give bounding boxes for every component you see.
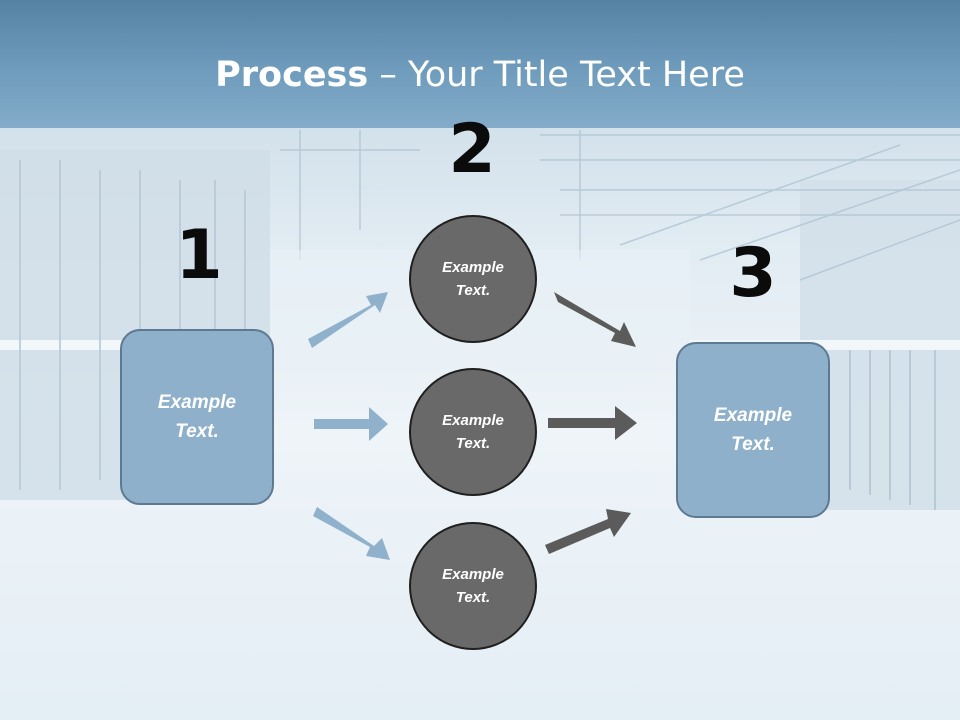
title-band [0,0,960,128]
step-3-box: Example Text. [676,342,830,518]
step-3-text: Example Text. [713,405,793,455]
title-bold: Process [215,55,369,95]
title-rest: – Your Title Text Here [368,55,745,95]
step-2-circle-middle: Example Text. [409,368,537,496]
arrow-from-top-circle [554,292,636,347]
step-2-circle-top: Example Text. [409,215,537,343]
circle-middle-text: Example Text. [442,412,504,452]
arrow-to-middle-circle [314,407,388,441]
arrow-to-bottom-circle [313,507,390,560]
circle-top-text: Example Text. [442,259,504,299]
circle-bottom-text: Example Text. [442,566,504,606]
step-1-number: 1 [175,216,223,295]
step-1-box: Example Text. [120,329,274,505]
step-3-number: 3 [729,234,777,313]
slide-title: Process – Your Title Text Here [0,52,960,98]
arrow-from-bottom-circle [545,509,631,554]
step-2-circle-bottom: Example Text. [409,522,537,650]
arrow-from-middle-circle [548,406,637,440]
step-1-text: Example Text. [157,392,237,442]
step-2-number: 2 [448,110,496,189]
arrow-to-top-circle [308,292,388,348]
